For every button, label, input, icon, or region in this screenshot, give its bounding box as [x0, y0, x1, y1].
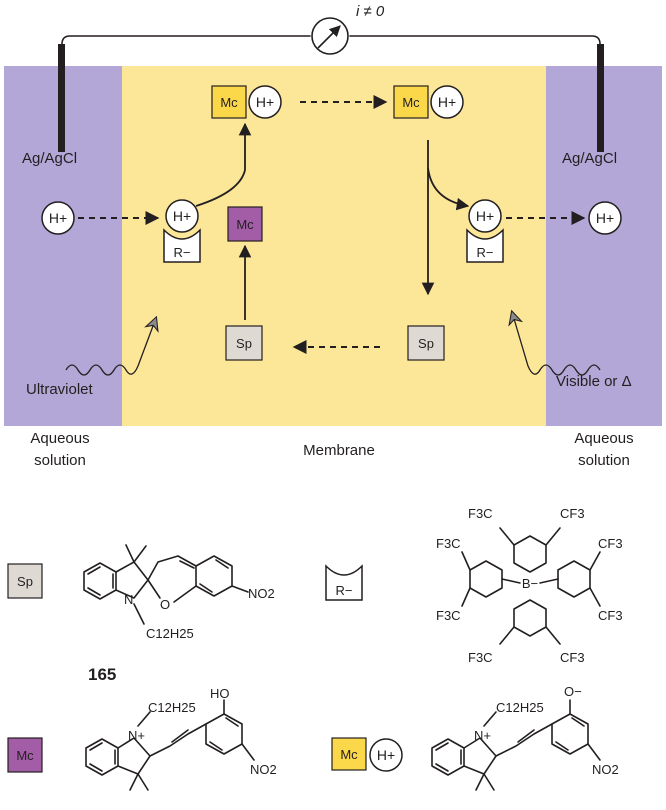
svg-text:F3C: F3C — [436, 608, 461, 623]
svg-text:HO: HO — [210, 686, 230, 701]
ultraviolet-wave-icon — [65, 318, 156, 376]
current-label: i ≠ 0 — [356, 3, 385, 20]
svg-text:Sp: Sp — [17, 574, 33, 589]
svg-text:O−: O− — [564, 684, 582, 699]
visible-label: Visible or Δ — [556, 373, 632, 390]
svg-text:F3C: F3C — [468, 650, 493, 665]
svg-text:H+: H+ — [438, 94, 456, 110]
circuit-wire — [61, 35, 601, 151]
merocyanine-zwitterion-structure: N+ C12H25 O− NO2 — [431, 684, 619, 791]
svg-text:CF3: CF3 — [598, 536, 623, 551]
ultraviolet-label: Ultraviolet — [26, 381, 94, 398]
svg-text:R−: R− — [477, 245, 494, 260]
merocyanine-purple: Mc — [227, 206, 263, 242]
electrode-right-label: Ag/AgCl — [562, 150, 617, 167]
protonation-arrow — [195, 122, 252, 207]
electrode-right — [597, 44, 604, 152]
svg-text:Mc: Mc — [340, 747, 358, 762]
borate-structure: B− F3C CF3 F3C F3C CF3 CF3 F3C CF3 — [436, 506, 623, 665]
svg-text:H+: H+ — [596, 210, 614, 226]
svg-text:F3C: F3C — [436, 536, 461, 551]
legend-sp: Sp — [7, 563, 43, 599]
svg-text:CF3: CF3 — [560, 506, 585, 521]
aqueous-right-label: Aqueous — [574, 430, 633, 447]
proton-carrier-right: H+ R− — [466, 199, 504, 263]
svg-text:Mc: Mc — [16, 748, 34, 763]
merocyanine-proton-complex-right: Mc H+ — [393, 85, 464, 119]
electrode-left-label: Ag/AgCl — [22, 150, 77, 167]
compound-number: 165 — [88, 665, 116, 684]
svg-text:H+: H+ — [173, 208, 191, 224]
svg-text:H+: H+ — [256, 94, 274, 110]
proton-aqueous-right: H+ — [588, 201, 622, 235]
svg-text:Mc: Mc — [402, 95, 420, 110]
svg-text:Sp: Sp — [236, 336, 252, 351]
svg-text:H+: H+ — [49, 210, 67, 226]
svg-text:H+: H+ — [476, 208, 494, 224]
legend-anion: R− — [325, 564, 363, 601]
svg-text:B−: B− — [522, 576, 538, 591]
proton-release-curve — [427, 167, 470, 211]
svg-text:NO2: NO2 — [592, 762, 619, 777]
spiropyran-right: Sp — [407, 325, 445, 361]
svg-text:F3C: F3C — [468, 506, 493, 521]
legend-mc: Mc — [7, 737, 43, 773]
svg-text:CF3: CF3 — [598, 608, 623, 623]
spiropyran-structure: N C12H25 O NO2 — [83, 544, 275, 641]
svg-text:Sp: Sp — [418, 336, 434, 351]
svg-text:N+: N+ — [128, 728, 145, 743]
svg-text:R−: R− — [174, 245, 191, 260]
svg-text:C12H25: C12H25 — [496, 700, 544, 715]
svg-text:NO2: NO2 — [250, 762, 277, 777]
svg-text:N+: N+ — [474, 728, 491, 743]
svg-text:O: O — [160, 597, 170, 612]
electrode-left — [58, 44, 65, 152]
svg-text:NO2: NO2 — [248, 586, 275, 601]
svg-text:C12H25: C12H25 — [148, 700, 196, 715]
svg-text:CF3: CF3 — [560, 650, 585, 665]
spiropyran-left: Sp — [225, 325, 263, 361]
aqueous-right-label-2: solution — [578, 452, 630, 469]
aqueous-left-label-2: solution — [34, 452, 86, 469]
merocyanine-structure: N+ C12H25 HO NO2 — [85, 686, 277, 791]
svg-text:Mc: Mc — [220, 95, 238, 110]
visible-wave-icon — [512, 312, 601, 376]
svg-text:R−: R− — [336, 583, 353, 598]
legend-mc-h: Mc H+ — [331, 737, 403, 772]
svg-text:C12H25: C12H25 — [146, 626, 194, 641]
svg-text:N: N — [124, 592, 133, 607]
proton-aqueous-left: H+ — [41, 201, 75, 235]
merocyanine-proton-complex-left: Mc H+ — [211, 85, 282, 119]
svg-text:H+: H+ — [377, 747, 395, 763]
aqueous-left-label: Aqueous — [30, 430, 89, 447]
membrane-label: Membrane — [303, 442, 375, 459]
proton-carrier-left: H+ R− — [163, 199, 201, 263]
ammeter-icon — [311, 17, 349, 55]
svg-text:Mc: Mc — [236, 217, 254, 232]
